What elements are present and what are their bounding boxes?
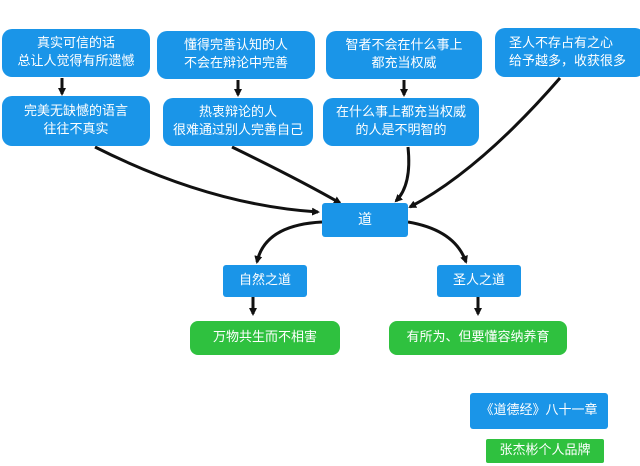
node-sage-way: 圣人之道 <box>437 265 521 297</box>
node-top1: 真实可信的话 总让人觉得有所遗憾 <box>2 29 150 77</box>
node-natural-leaf: 万物共生而不相害 <box>190 321 340 355</box>
node-natural-way: 自然之道 <box>223 265 307 297</box>
arrow-center-left <box>254 220 323 264</box>
source-label: 《道德经》八十一章 <box>470 393 608 429</box>
node-sage-leaf: 有所为、但要懂容纳养育 <box>389 321 567 355</box>
node-top2: 懂得完善认知的人 不会在辩论中完善 <box>157 31 315 79</box>
node-mid2: 热衷辩论的人 很难通过别人完善自己 <box>163 98 313 146</box>
node-top3: 智者不会在什么事上 都充当权威 <box>326 31 482 79</box>
arrow-mid2-center <box>231 145 342 205</box>
node-center-dao: 道 <box>322 203 408 237</box>
node-mid3: 在什么事上都充当权威 的人是不明智的 <box>323 98 479 146</box>
node-top4: 圣人不存占有之心 给予越多，收获很多 <box>495 28 640 77</box>
arrow-mid1-center <box>94 145 320 216</box>
arrow-mid3-center <box>394 146 411 203</box>
node-mid1: 完美无缺憾的语言 往往不真实 <box>2 96 150 146</box>
arrow-center-right <box>407 220 468 264</box>
brand-label: 张杰彬个人品牌 <box>486 439 604 463</box>
arrow-top4-center <box>408 77 562 209</box>
